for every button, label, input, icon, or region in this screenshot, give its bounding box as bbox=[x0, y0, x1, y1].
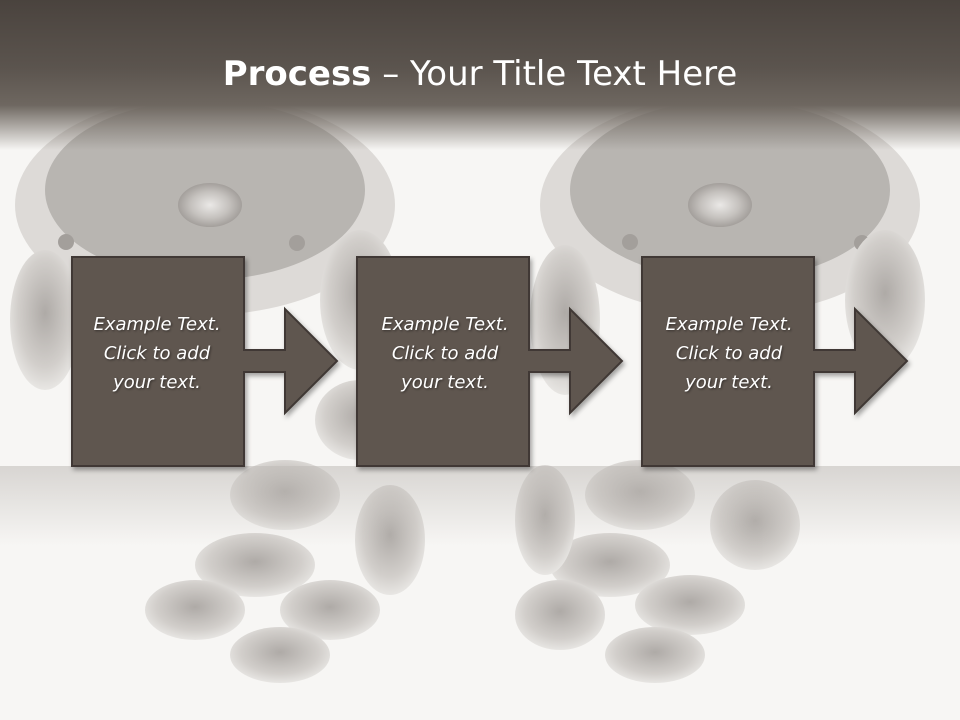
process-step-3-text[interactable]: Example Text. Click to add your text. bbox=[665, 314, 793, 393]
process-step-1-shape[interactable] bbox=[71, 256, 339, 467]
process-step-2-text[interactable]: Example Text. Click to add your text. bbox=[381, 314, 509, 393]
title-bar bbox=[0, 0, 960, 150]
reflection bbox=[0, 466, 960, 546]
process-step-2-shape[interactable] bbox=[356, 256, 624, 467]
process-step-1-text[interactable]: Example Text. Click to add your text. bbox=[93, 314, 221, 393]
slide-title[interactable]: Process – Your Title Text Here bbox=[0, 52, 960, 96]
process-step-3-shape[interactable] bbox=[641, 256, 909, 467]
title-bold: Process bbox=[222, 54, 372, 94]
title-rest: – Your Title Text Here bbox=[371, 54, 738, 94]
